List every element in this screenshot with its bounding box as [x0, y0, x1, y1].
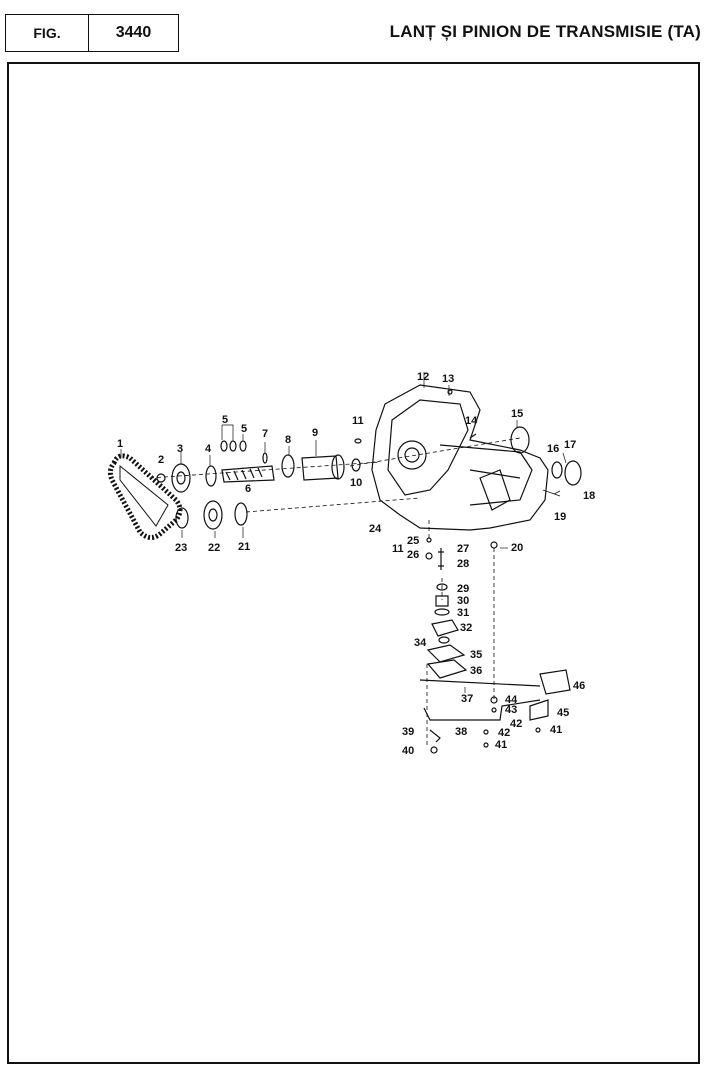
callout-27: 27 — [457, 543, 469, 555]
callout-10: 10 — [350, 477, 362, 489]
seal-right — [564, 460, 582, 486]
callout-6: 6 — [245, 483, 251, 495]
callout-13: 13 — [442, 373, 454, 385]
callout-3: 3 — [177, 443, 183, 455]
leader-lines — [120, 372, 567, 693]
callout-38: 38 — [455, 726, 467, 738]
figure-id-box: FIG. 3440 — [5, 14, 179, 52]
callout-39: 39 — [402, 726, 414, 738]
callout-42a: 42 — [498, 727, 510, 739]
callout-23: 23 — [175, 542, 187, 554]
callout-36: 36 — [470, 665, 482, 677]
callout-5a: 5 — [222, 414, 228, 426]
callout-5b: 5 — [241, 423, 247, 435]
fig-label: FIG. — [6, 15, 89, 51]
callout-11a: 11 — [352, 415, 364, 427]
callout-18: 18 — [583, 490, 595, 502]
callout-41a: 41 — [495, 739, 507, 751]
callout-16: 16 — [547, 443, 559, 455]
upper-shaft-parts — [156, 438, 362, 493]
diagram-frame — [7, 62, 700, 1064]
callout-46: 46 — [573, 680, 585, 692]
callout-21: 21 — [238, 541, 250, 553]
callout-7: 7 — [262, 428, 268, 440]
callout-35: 35 — [470, 649, 482, 661]
callout-28: 28 — [457, 558, 469, 570]
callout-37: 37 — [461, 693, 473, 705]
fig-number: 3440 — [115, 24, 152, 41]
selector-linkage — [419, 541, 571, 754]
callout-22: 22 — [208, 542, 220, 554]
callout-9: 9 — [312, 427, 318, 439]
callout-29: 29 — [457, 583, 469, 595]
callout-43: 43 — [505, 704, 517, 716]
callout-26: 26 — [407, 549, 419, 561]
governor-assembly — [425, 537, 468, 679]
callout-31: 31 — [457, 607, 469, 619]
oil-seal — [510, 426, 530, 454]
callout-17: 17 — [564, 439, 576, 451]
lower-shaft-parts — [175, 500, 248, 530]
explosion-lines — [149, 437, 521, 745]
callout-24: 24 — [369, 523, 382, 535]
callout-25: 25 — [407, 535, 419, 547]
callout-45: 45 — [557, 707, 569, 719]
plug — [551, 461, 563, 479]
callout-40: 40 — [402, 745, 414, 757]
callout-42b: 42 — [510, 718, 522, 730]
drive-chain — [107, 453, 183, 540]
callout-1: 1 — [117, 438, 123, 450]
callout-4: 4 — [205, 443, 212, 455]
callout-12: 12 — [417, 371, 429, 383]
callout-32: 32 — [460, 622, 472, 634]
transmission-housing — [371, 384, 549, 531]
callout-19: 19 — [554, 511, 566, 523]
callout-8: 8 — [285, 434, 291, 446]
callout-15: 15 — [511, 408, 523, 420]
callout-30: 30 — [457, 595, 469, 607]
callout-44: 44 — [505, 694, 518, 706]
callout-34: 34 — [414, 637, 427, 649]
callout-11b: 11 — [392, 543, 404, 555]
callout-20: 20 — [511, 542, 523, 554]
callout-41b: 41 — [550, 724, 562, 736]
page-title: LANȚ ȘI PINION DE TRANSMISIE (TA) — [389, 22, 701, 41]
callout-2: 2 — [158, 454, 164, 466]
callout-14: 14 — [465, 415, 478, 427]
